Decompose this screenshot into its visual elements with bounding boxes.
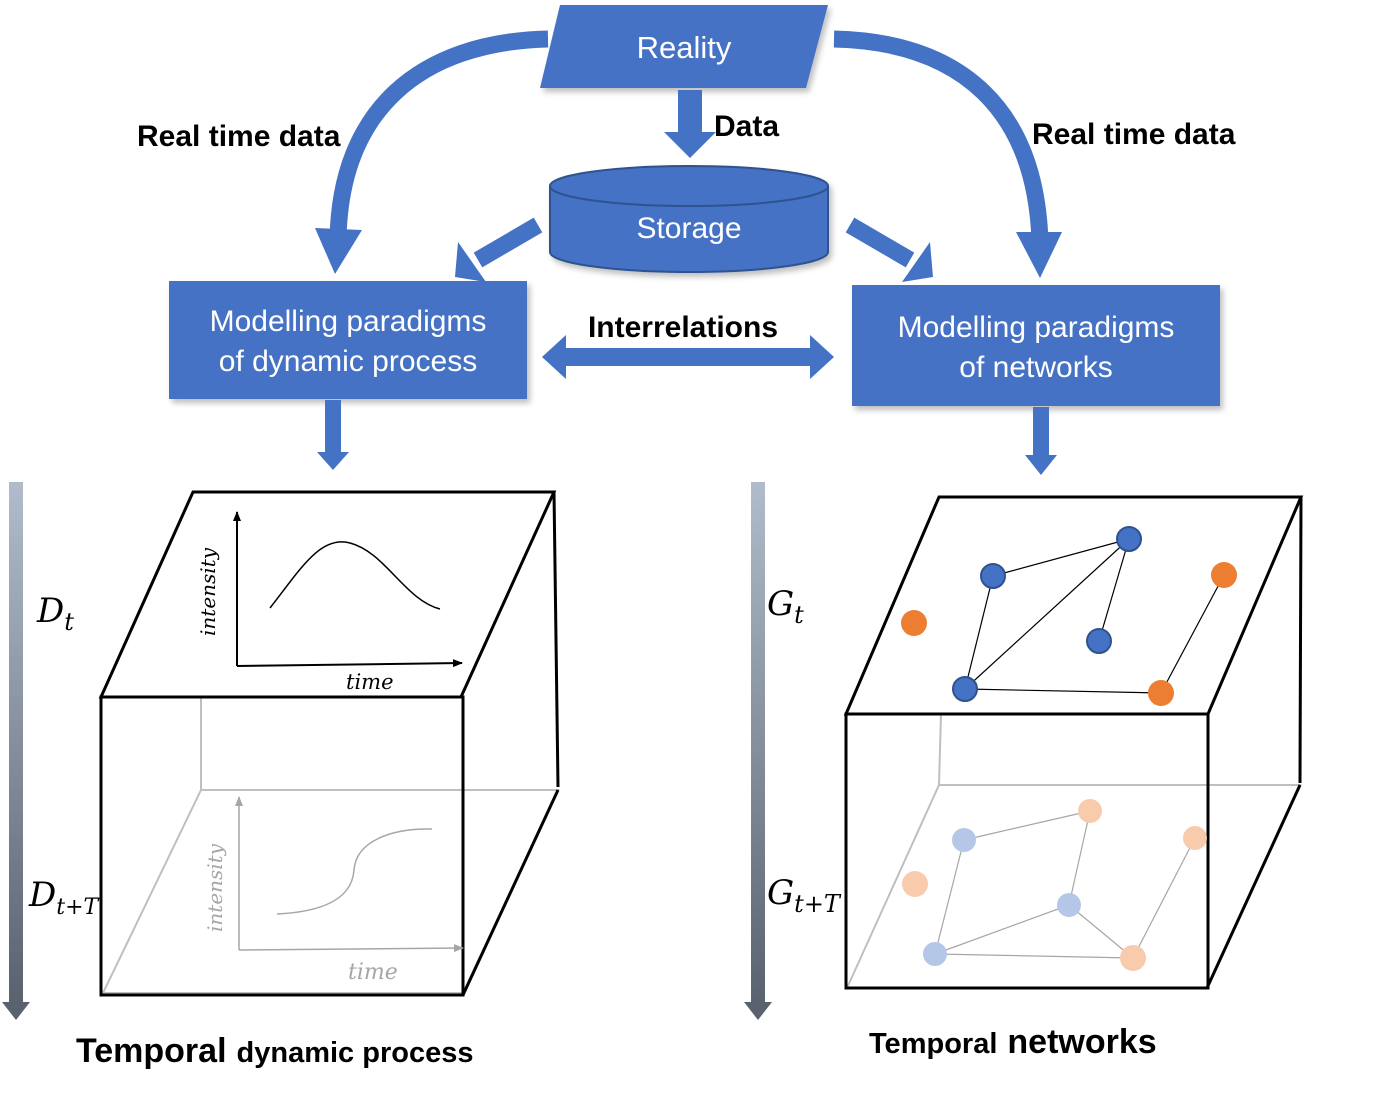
storage-node bbox=[549, 165, 829, 273]
left-time-axis bbox=[2, 482, 30, 1020]
left-bottom-xlabel: time bbox=[348, 960, 398, 985]
network-node-faded bbox=[1057, 893, 1081, 917]
dynamic-down-arrow bbox=[317, 400, 349, 470]
real-time-left-label: Real time data bbox=[137, 120, 341, 153]
network-node-faded-orange bbox=[1120, 945, 1146, 971]
model-dynamic-line2: of dynamic process bbox=[219, 345, 477, 378]
real-time-right-label: Real time data bbox=[1032, 118, 1236, 151]
left-top-plane bbox=[98, 490, 557, 699]
storage-label: Storage bbox=[636, 212, 741, 245]
network-node bbox=[1116, 526, 1142, 552]
left-top-xlabel: time bbox=[346, 670, 394, 694]
right-cube-bottom-right-edge bbox=[1205, 784, 1302, 989]
g-t-label: Gt bbox=[767, 584, 804, 629]
left-top-ylabel: intensity bbox=[196, 547, 220, 636]
left-bottom-curve bbox=[276, 828, 433, 915]
reality-node: Reality bbox=[540, 5, 828, 88]
network-node bbox=[980, 563, 1006, 589]
data-arrow bbox=[664, 90, 716, 158]
d-t-label: Dt bbox=[36, 591, 74, 636]
storage-to-dynamic-arrow bbox=[455, 217, 543, 282]
top-network bbox=[901, 526, 1237, 706]
model-network-line2: of networks bbox=[959, 351, 1112, 384]
data-label: Data bbox=[714, 110, 779, 143]
network-node-faded-orange bbox=[1078, 799, 1102, 823]
network-node-faded bbox=[952, 828, 976, 852]
network-node-orange bbox=[901, 610, 927, 636]
left-bottom-chart: intensity time bbox=[203, 796, 464, 985]
left-top-chart: intensity time bbox=[196, 511, 463, 694]
left-bottom-plane bbox=[101, 789, 560, 994]
model-dynamic-line1: Modelling paradigms bbox=[210, 305, 487, 338]
real-time-left-arrow bbox=[315, 30, 549, 274]
d-tT-label: Dt+T bbox=[28, 875, 101, 920]
network-node-faded-orange bbox=[1183, 826, 1207, 850]
network-node-orange bbox=[1211, 562, 1237, 588]
storage-to-network-arrow bbox=[845, 217, 933, 282]
model-dynamic-box: Modelling paradigms of dynamic process bbox=[169, 281, 527, 399]
left-cube-bottom-right-edge bbox=[461, 789, 560, 996]
right-time-axis bbox=[744, 482, 772, 1020]
reality-label: Reality bbox=[637, 30, 732, 65]
model-network-line1: Modelling paradigms bbox=[898, 311, 1175, 344]
right-cube-front bbox=[844, 712, 1210, 990]
g-tT-label: Gt+T bbox=[767, 873, 842, 918]
bottom-network bbox=[902, 799, 1207, 971]
right-top-plane bbox=[843, 495, 1304, 716]
network-node bbox=[952, 676, 978, 702]
network-node-faded-orange bbox=[902, 871, 928, 897]
network-node bbox=[1086, 628, 1112, 654]
left-cube-right-edge bbox=[552, 491, 560, 788]
right-cube-hidden-edge bbox=[938, 713, 942, 786]
model-network-box: Modelling paradigms of networks bbox=[852, 285, 1220, 406]
right-cube-right-edge bbox=[1298, 496, 1303, 784]
network-node-orange bbox=[1148, 680, 1174, 706]
interrelations-label: Interrelations bbox=[588, 311, 778, 344]
interrelations-arrow bbox=[542, 335, 834, 379]
left-bottom-ylabel: intensity bbox=[203, 843, 227, 932]
left-top-curve bbox=[269, 541, 441, 610]
network-down-arrow bbox=[1025, 407, 1057, 475]
real-time-right-arrow bbox=[833, 30, 1062, 278]
network-node-faded bbox=[923, 942, 947, 966]
